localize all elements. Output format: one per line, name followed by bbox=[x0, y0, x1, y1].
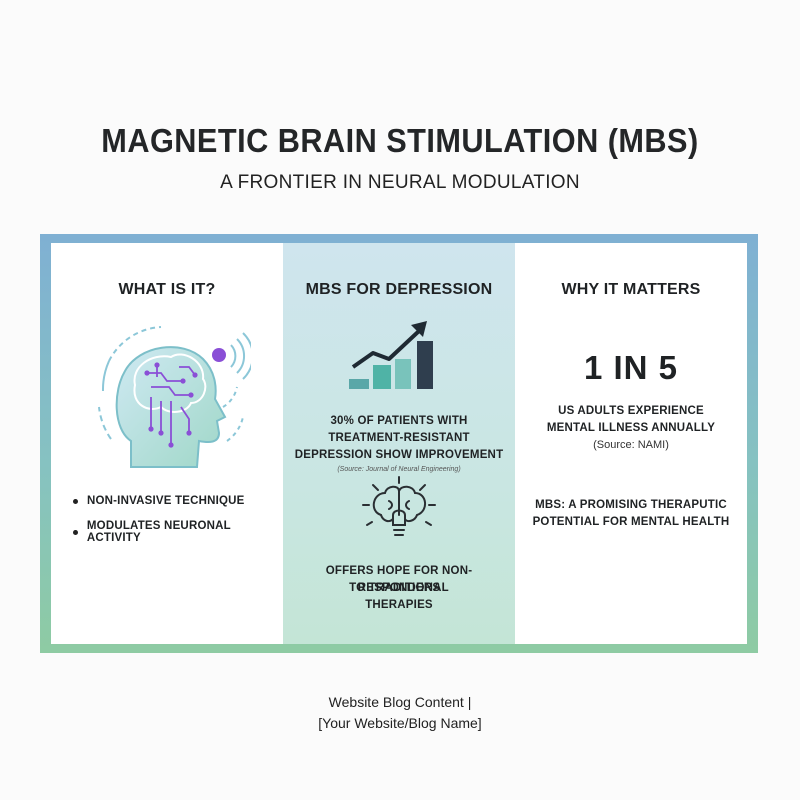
column-heading: WHY IT MATTERS bbox=[561, 281, 701, 298]
footer-credit: Website Blog Content | [Your Website/Blo… bbox=[0, 692, 800, 734]
hope-text-line: THERAPIES bbox=[365, 599, 433, 611]
page-subtitle: A FRONTIER IN NEURAL MODULATION bbox=[220, 172, 580, 193]
source-citation: (Source: Journal of Neural Engineering) bbox=[337, 466, 461, 473]
column-why-it-matters: WHY IT MATTERS 1 IN 5 US ADULTS EXPERIEN… bbox=[515, 243, 747, 644]
footer-line: [Your Website/Blog Name] bbox=[318, 715, 482, 731]
column-heading: WHAT IS IT? bbox=[118, 281, 216, 298]
brain-circuit-head-icon bbox=[98, 326, 251, 468]
promise-note: POTENTIAL FOR MENTAL HEALTH bbox=[532, 516, 730, 528]
statistic-caption: US ADULTS EXPERIENCE bbox=[558, 405, 704, 417]
feature-list: NON-INVASIVE TECHNIQUE MODULATES NEURONA… bbox=[73, 495, 283, 557]
depression-stat-line: DEPRESSION SHOW IMPROVEMENT bbox=[294, 449, 504, 461]
list-item-label: MODULATES NEURONAL ACTIVITY bbox=[86, 520, 231, 544]
brain-lightbulb-icon bbox=[362, 476, 436, 536]
page-title: MAGNETIC BRAIN STIMULATION (MBS) bbox=[101, 122, 699, 159]
list-item: NON-INVASIVE TECHNIQUE bbox=[73, 495, 283, 507]
list-item-label: NON-INVASIVE TECHNIQUE bbox=[87, 495, 245, 507]
bullet-dot-icon bbox=[73, 498, 78, 504]
footer-line: Website Blog Content | bbox=[328, 694, 472, 710]
info-panel: WHAT IS IT? bbox=[51, 243, 747, 644]
depression-stat-line: 30% OF PATIENTS WITH bbox=[330, 415, 468, 427]
statistic-caption: MENTAL ILLNESS ANNUALLY bbox=[546, 422, 716, 434]
column-what-is-it: WHAT IS IT? bbox=[51, 243, 283, 644]
list-item: MODULATES NEURONAL ACTIVITY bbox=[73, 520, 283, 544]
info-panel-frame: WHAT IS IT? bbox=[40, 234, 758, 653]
promise-note: MBS: A PROMISING THERAPUTIC bbox=[535, 499, 727, 511]
bullet-dot-icon bbox=[73, 529, 78, 535]
rising-bar-chart-icon bbox=[349, 321, 433, 389]
hope-text-line: OFFERS HOPE FOR NON-RESPONDERS bbox=[325, 565, 473, 594]
column-heading: MBS FOR DEPRESSION bbox=[305, 281, 493, 298]
depression-stat-line: TREATMENT-RESISTANT bbox=[328, 432, 470, 444]
source-citation: (Source: NAMI) bbox=[593, 439, 669, 451]
column-mbs-for-depression: MBS FOR DEPRESSION 30% OF PATIENTS WITH … bbox=[283, 243, 515, 644]
big-statistic: 1 IN 5 bbox=[583, 349, 679, 386]
hope-text-line: TO TRADITIONAL bbox=[349, 582, 449, 594]
